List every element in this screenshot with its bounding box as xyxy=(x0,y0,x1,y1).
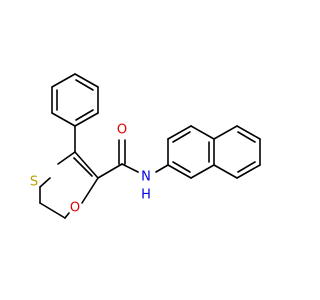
bond-n-naphthyl xyxy=(155,164,169,173)
bond-naph-8 xyxy=(236,125,261,140)
molecule-structure: S O O N H xyxy=(30,73,261,219)
atom-amide-hydrogen: H xyxy=(141,188,151,203)
bond-phenyl-5 xyxy=(74,73,99,88)
atom-ring-oxygen: O xyxy=(70,201,80,216)
bond-naph-3 xyxy=(190,125,215,140)
bond-naph-6-inner xyxy=(172,161,191,173)
bond-naph-7 xyxy=(213,125,238,140)
bond-naph-2-inner xyxy=(172,131,191,143)
bond-c2-c3 xyxy=(74,151,99,179)
bond-c2-c3-inner xyxy=(73,157,93,177)
bond-carbonyl-n xyxy=(121,163,139,173)
bonds xyxy=(39,73,261,219)
bond-phenyl-2 xyxy=(51,112,76,127)
bond-naph-11 xyxy=(213,164,238,179)
bond-naph-10 xyxy=(236,164,261,179)
bond-naph-10-inner xyxy=(237,161,256,173)
bond-phenyl-3-inner xyxy=(75,109,94,121)
bond-naph-5 xyxy=(190,164,215,179)
bond-phenyl-5-inner xyxy=(75,79,94,91)
atom-labels: S O O N H xyxy=(30,123,151,216)
bond-naph-8-inner xyxy=(237,131,256,143)
bond-naph-2 xyxy=(167,125,192,140)
bond-phenyl-6 xyxy=(51,73,76,88)
bond-s-c3-lower xyxy=(39,177,51,188)
bond-ch2-ch2 xyxy=(39,202,66,219)
bond-c2-carbonyl xyxy=(97,163,123,179)
atom-sulfur: S xyxy=(30,175,38,190)
bond-ch2-o xyxy=(64,212,70,219)
bond-naph-6 xyxy=(167,164,192,179)
atom-carbonyl-oxygen: O xyxy=(117,123,127,138)
bond-o-c2 xyxy=(81,177,99,204)
bond-c3-s xyxy=(57,151,76,165)
atom-amide-nitrogen: N xyxy=(141,170,151,185)
bond-phenyl-3 xyxy=(74,112,99,127)
